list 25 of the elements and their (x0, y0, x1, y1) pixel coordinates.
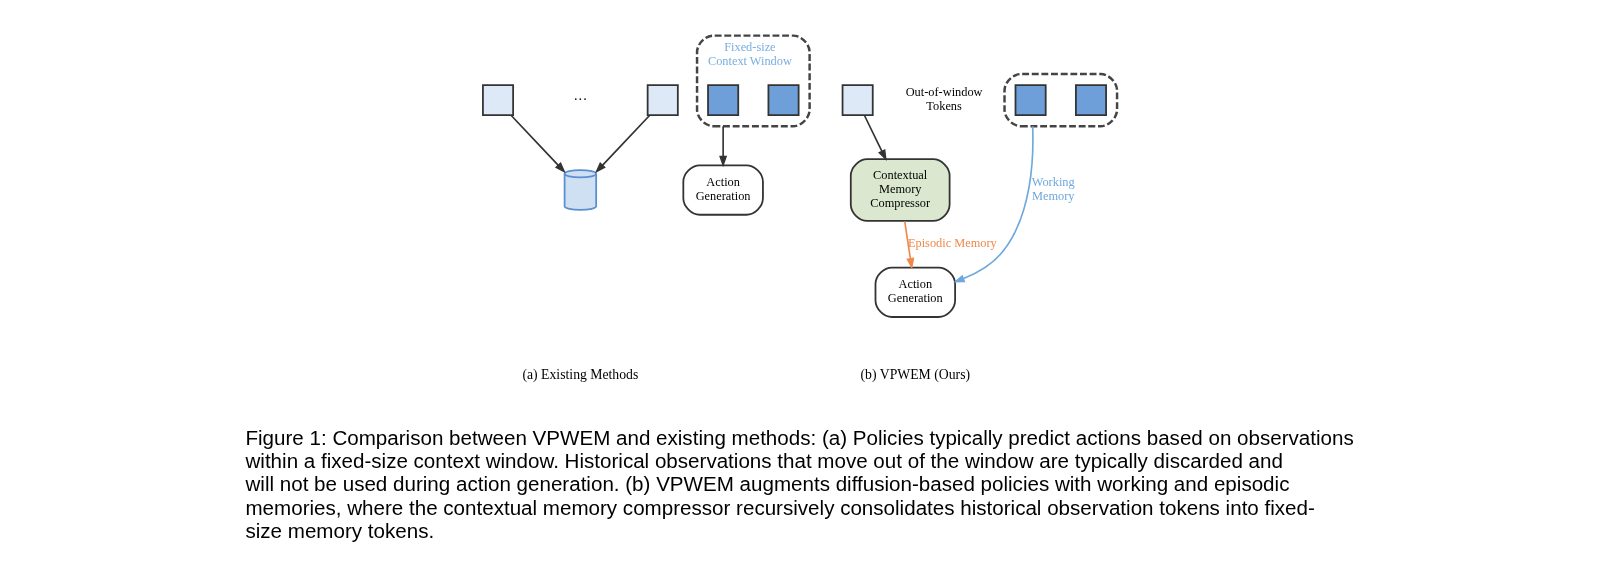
node-box (1075, 84, 1107, 117)
node-box (1014, 84, 1047, 117)
edge-label: Episodic Memory (907, 236, 997, 251)
arrow (953, 125, 1034, 283)
node-box (841, 84, 874, 117)
label: (b) VPWEM (Ours) (860, 367, 971, 383)
node-label: Out-of-window Tokens (905, 85, 983, 114)
arrow (510, 114, 566, 174)
node-box (482, 84, 514, 117)
node-box: Contextual Memory Compressor (849, 158, 951, 222)
node-box (646, 84, 679, 117)
arrow (719, 125, 728, 168)
edge-label: Working Memory (1031, 175, 1075, 203)
arrow (903, 220, 915, 270)
cluster: Fixed-size Context Window (695, 34, 811, 128)
node-box (767, 84, 800, 117)
node-box: Action Generation (682, 164, 764, 216)
caption: Figure 1: Comparison between VPWEM and existing methods: (a) Policies typically predict actions based on observations within a fixed-size context window. Historical observations that move out of the window are typically discarded and will not be used during action generation. (b) VPWEM augments diffusion-based policies with working and episodic memories, where the contextual memory compressor recursively consolidates historical observation tokens into fixed-size memory tokens. (245, 425, 1354, 542)
arrow (863, 114, 887, 162)
label: (a) Existing Methods (522, 367, 639, 383)
label: ··· (573, 91, 588, 107)
arrow (595, 114, 651, 174)
node-box (707, 84, 740, 117)
cluster (1003, 72, 1119, 128)
node-box: Action Generation (874, 266, 956, 318)
